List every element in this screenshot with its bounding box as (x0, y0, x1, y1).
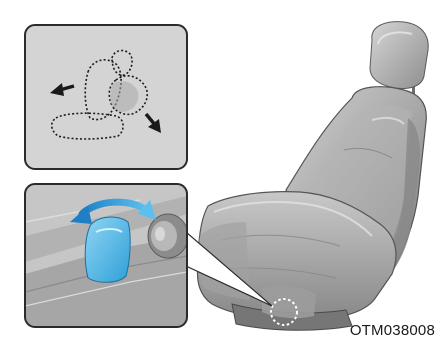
lever-closeup-inset (25, 184, 188, 327)
recline-lever (85, 217, 130, 282)
figure-reference-code: OTM038008 (350, 323, 435, 338)
recline-diagram-inset (25, 25, 187, 169)
